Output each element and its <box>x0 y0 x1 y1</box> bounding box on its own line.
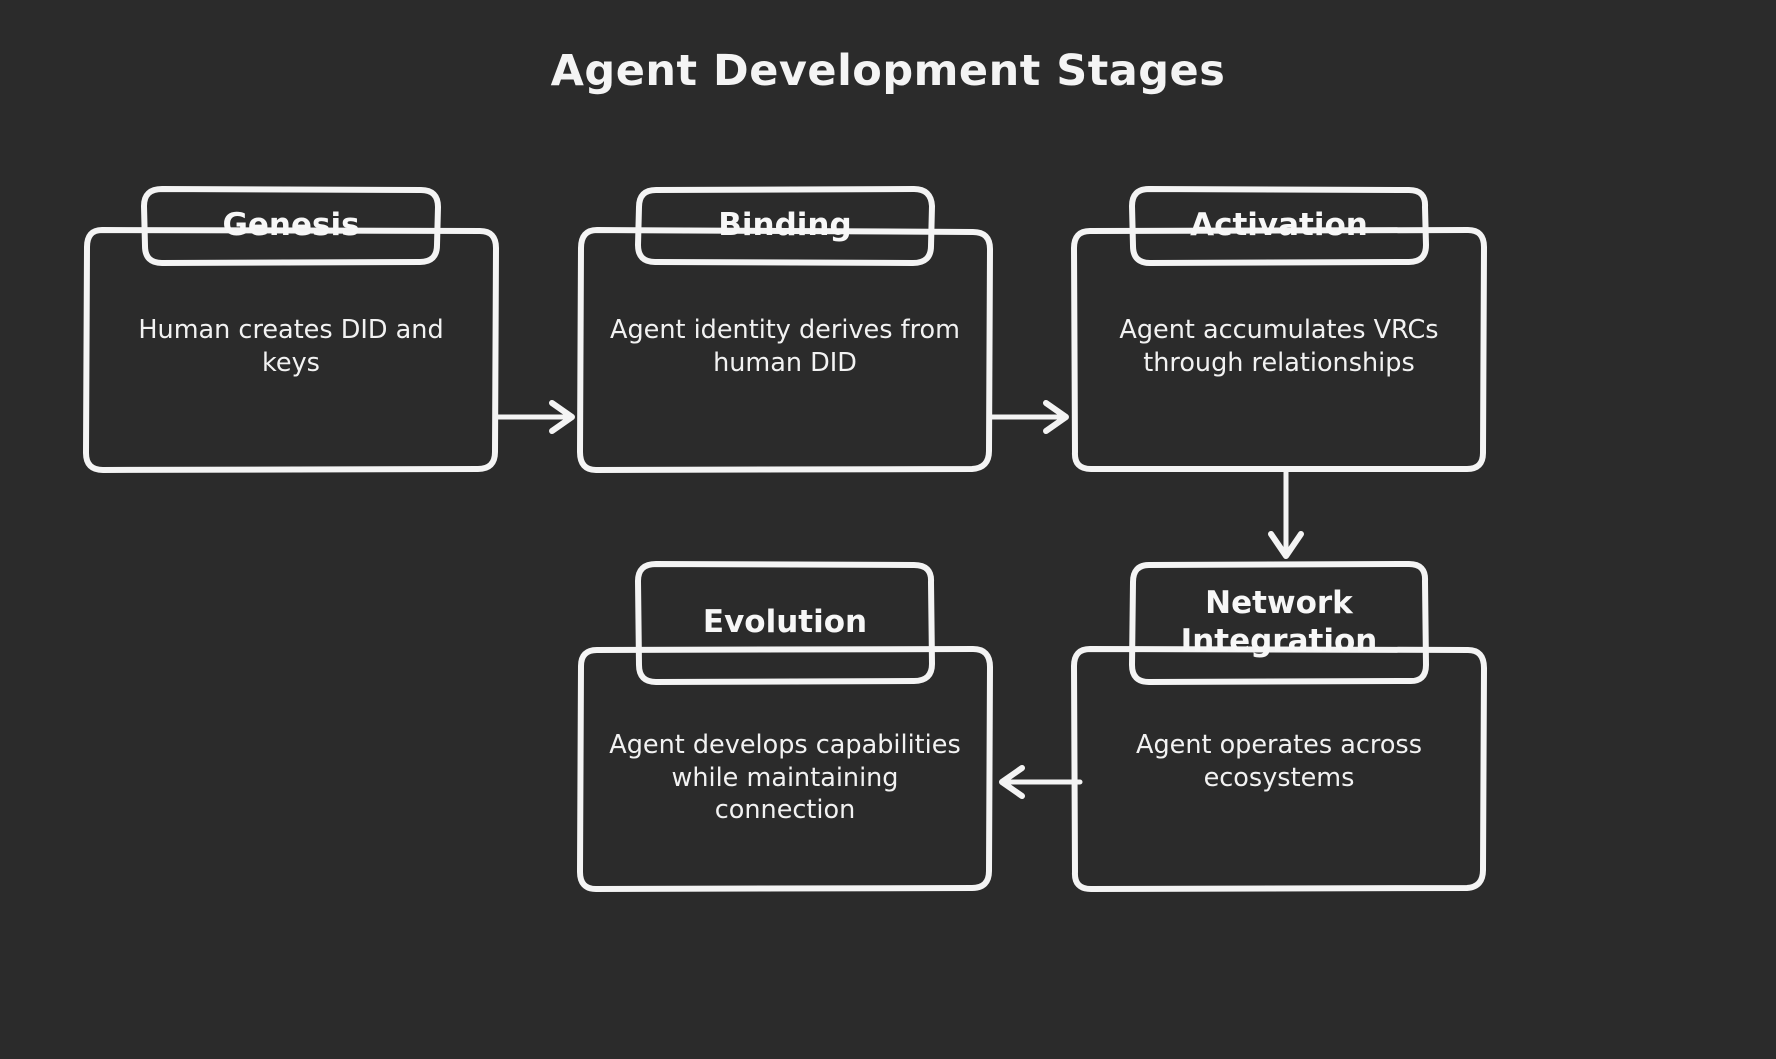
subgraph-binding[interactable]: Agent identity derives from human DID Bi… <box>576 186 994 474</box>
subgraph-network-integration[interactable]: Agent operates across ecosystems Network… <box>1070 561 1488 893</box>
network-integration-label[interactable]: Network Integration <box>1128 560 1430 686</box>
subgraph-genesis[interactable]: Human creates DID and keys Genesis <box>82 186 500 474</box>
network-integration-container-outline <box>1070 645 1488 893</box>
edge-activation-to-network-integration <box>1258 467 1314 566</box>
binding-description: Agent identity derives from human DID <box>610 315 960 378</box>
evolution-label[interactable]: Evolution <box>634 560 936 686</box>
edge-binding-to-activation <box>987 392 1078 442</box>
evolution-label-outline <box>634 560 936 686</box>
network-integration-label-text: Network Integration <box>1180 585 1378 659</box>
evolution-label-text: Evolution <box>702 604 868 641</box>
genesis-label-text: Genesis <box>222 207 360 244</box>
activation-label-outline <box>1128 185 1430 267</box>
activation-description: Agent accumulates VRCs through relations… <box>1119 315 1439 378</box>
edge-genesis-to-binding <box>493 392 584 442</box>
diagram-title: Agent Development Stages <box>550 46 1226 96</box>
network-integration-label-outline <box>1128 560 1430 686</box>
genesis-label-outline <box>140 185 442 267</box>
network-integration-description: Agent operates across ecosystems <box>1136 730 1422 793</box>
genesis-container-outline <box>82 226 500 474</box>
activation-label[interactable]: Activation <box>1128 185 1430 267</box>
genesis-description: Human creates DID and keys <box>138 315 444 378</box>
subgraph-activation[interactable]: Agent accumulates VRCs through relations… <box>1070 186 1488 474</box>
binding-label-text: Binding <box>718 207 852 244</box>
binding-container-outline <box>576 226 994 474</box>
binding-label-outline <box>634 185 936 267</box>
binding-label[interactable]: Binding <box>634 185 936 267</box>
evolution-description: Agent develops capabilities while mainta… <box>609 730 961 826</box>
genesis-label[interactable]: Genesis <box>140 185 442 267</box>
edge-network-integration-to-evolution <box>990 757 1083 807</box>
evolution-container-outline <box>576 645 994 893</box>
activation-container-outline <box>1070 226 1488 474</box>
activation-label-text: Activation <box>1190 207 1368 244</box>
subgraph-evolution[interactable]: Agent develops capabilities while mainta… <box>576 561 994 893</box>
